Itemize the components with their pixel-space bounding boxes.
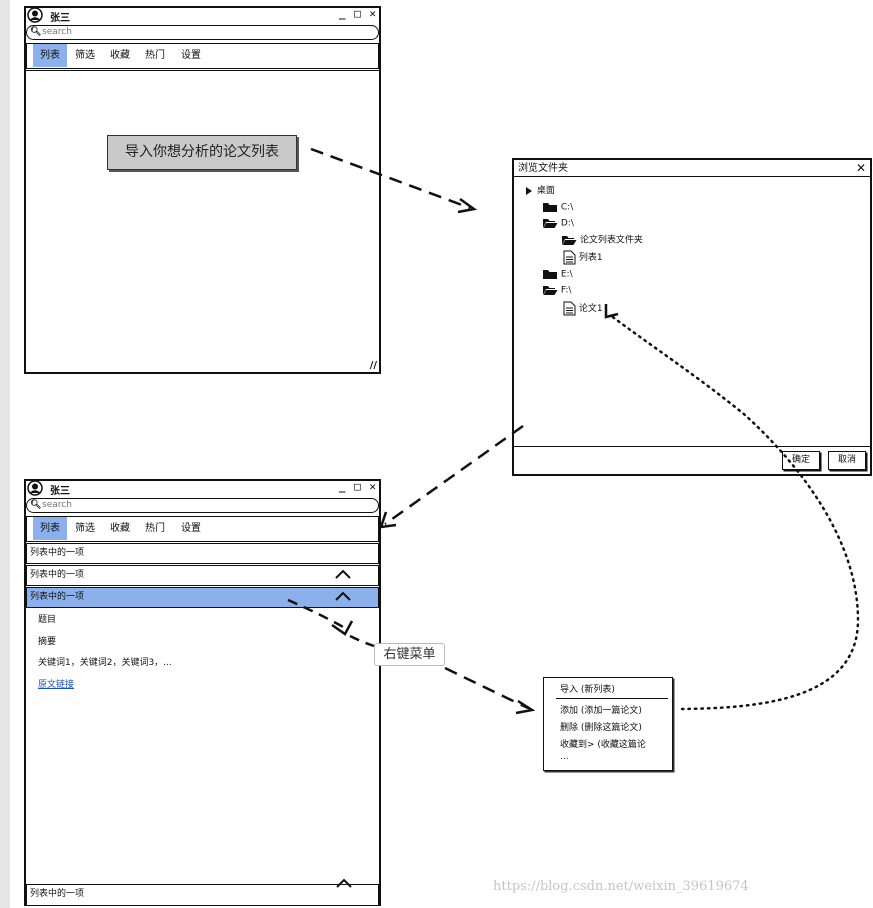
tree-item-label: 列表1 <box>578 253 603 263</box>
detail-keywords: 关键词1，关键词2，关键词3，... <box>38 658 172 668</box>
search-input[interactable] <box>42 26 242 38</box>
list-item[interactable]: 列表中的一项 <box>26 884 379 905</box>
tree-item-label: D:\ <box>560 218 574 229</box>
tree-item-label: E:\ <box>560 269 573 280</box>
tree-item-paper-list-folder[interactable]: 论文列表文件夹 <box>561 234 643 247</box>
original-link[interactable]: 原文链接 <box>38 680 75 690</box>
tab-filter[interactable]: 筛选 <box>75 523 95 534</box>
folder-closed-icon <box>543 203 557 212</box>
dialog-footer: 确定 取消 <box>514 446 870 474</box>
tab-favorites[interactable]: 收藏 <box>110 523 130 534</box>
folder-open-icon <box>543 286 558 295</box>
context-menu: 导入 (新列表) 添加 (添加一篇论文) 删除 (删除这篇论文) 收藏到> (收… <box>543 677 673 771</box>
chevron-up-icon[interactable] <box>334 568 352 580</box>
tab-filter[interactable]: 筛选 <box>75 50 95 61</box>
dialog-title: 浏览文件夹 <box>514 160 870 177</box>
tree-item-list1[interactable]: 列表1 <box>563 250 603 265</box>
chevron-up-icon[interactable] <box>335 877 353 889</box>
folder-open-icon <box>543 219 558 228</box>
tab-settings[interactable]: 设置 <box>181 523 201 534</box>
tab-hot[interactable]: 热门 <box>145 50 165 61</box>
app-window-top: 张三 _ □ ✕ 🔍︎ 列表 筛选 收藏 热门 设置 // <box>24 6 381 374</box>
right-click-menu-label: 右键菜单 <box>374 643 445 666</box>
username: 张三 <box>50 486 70 497</box>
list-item[interactable]: 列表中的一项 <box>26 543 379 564</box>
left-margin-strip <box>0 0 10 908</box>
tab-favorites[interactable]: 收藏 <box>110 50 130 61</box>
context-menu-divider <box>556 698 668 699</box>
resize-grip-icon[interactable]: // <box>369 360 377 371</box>
tab-list[interactable]: 列表 <box>33 44 67 67</box>
tab-list[interactable]: 列表 <box>33 517 67 540</box>
search-bar[interactable]: 🔍︎ <box>26 498 379 513</box>
tab-bar: 列表 筛选 收藏 热门 设置 <box>26 516 379 542</box>
arrow-dialog-to-list <box>379 424 524 529</box>
dialog-close-icon[interactable]: ✕ <box>855 161 866 175</box>
tree-item-e-drive[interactable]: E:\ <box>542 268 573 281</box>
arrow-callout-to-context-menu <box>444 666 536 715</box>
chevron-up-icon[interactable] <box>334 590 352 602</box>
tab-settings[interactable]: 设置 <box>181 50 201 61</box>
tree-item-f-drive[interactable]: F:\ <box>542 284 571 297</box>
app-window-bottom: 张三 _ □ ✕ 🔍︎ 列表 筛选 收藏 热门 设置 列表中的一项 列表中的一项… <box>24 479 381 906</box>
list-item-label: 列表中的一项 <box>30 548 85 558</box>
content-area <box>26 70 379 372</box>
list-item-label: 列表中的一项 <box>30 889 85 899</box>
triangle-right-icon <box>526 186 532 195</box>
context-menu-more[interactable]: ... <box>560 752 569 762</box>
document-icon <box>563 250 576 265</box>
tree-item-paper1[interactable]: 论文1 <box>563 301 603 316</box>
search-input[interactable] <box>42 499 242 511</box>
detail-abstract: 摘要 <box>38 637 57 647</box>
context-menu-delete[interactable]: 删除 (删除这篇论文) <box>560 723 642 733</box>
search-icon: 🔍︎ <box>30 27 42 37</box>
watermark: https://blog.csdn.net/weixin_39619674 <box>493 879 749 894</box>
import-list-button[interactable]: 导入你想分析的论文列表 <box>107 135 297 170</box>
tab-bar: 列表 筛选 收藏 热门 设置 <box>26 43 379 69</box>
context-menu-import[interactable]: 导入 (新列表) <box>560 685 615 695</box>
search-bar[interactable]: 🔍︎ <box>26 25 379 40</box>
tree-item-label: F:\ <box>560 285 572 296</box>
list-item[interactable]: 列表中的一项 <box>26 565 379 586</box>
folder-open-icon <box>562 236 577 245</box>
username: 张三 <box>50 13 70 24</box>
tree-item-label: C:\ <box>560 202 574 213</box>
context-menu-favorite-to[interactable]: 收藏到> (收藏这篇论 <box>560 740 646 750</box>
titlebar: 张三 _ □ ✕ <box>26 480 379 497</box>
tree-item-label: 论文1 <box>578 304 603 314</box>
tree-item-label: 桌面 <box>536 186 555 196</box>
tree-item-desktop[interactable]: 桌面 <box>524 185 555 197</box>
list-item-label: 列表中的一项 <box>30 570 85 580</box>
folder-closed-icon <box>543 270 557 279</box>
window-controls[interactable]: _ □ ✕ <box>338 7 377 20</box>
detail-title: 题目 <box>38 615 57 625</box>
cancel-button[interactable]: 取消 <box>828 451 866 470</box>
list-item-selected[interactable]: 列表中的一项 <box>26 587 379 608</box>
search-icon: 🔍︎ <box>30 500 42 510</box>
document-icon <box>563 301 576 316</box>
avatar-icon <box>27 8 43 23</box>
detail-link-wrap: 原文链接 <box>38 679 74 691</box>
tab-hot[interactable]: 热门 <box>145 523 165 534</box>
tree-item-label: 论文列表文件夹 <box>579 235 643 246</box>
ok-button[interactable]: 确定 <box>782 451 820 470</box>
avatar-icon <box>27 481 43 496</box>
list-item-label: 列表中的一项 <box>30 592 85 602</box>
tree-item-d-drive[interactable]: D:\ <box>542 217 574 230</box>
titlebar: 张三 _ □ ✕ <box>26 7 379 24</box>
context-menu-add[interactable]: 添加 (添加一篇论文) <box>560 706 642 716</box>
tree-item-c-drive[interactable]: C:\ <box>542 201 573 214</box>
browse-folder-dialog: 浏览文件夹 ✕ 桌面 C:\ D:\ 论文列表文件夹 列表1 E:\ F:\ 论… <box>512 158 872 476</box>
window-controls[interactable]: _ □ ✕ <box>338 480 377 493</box>
